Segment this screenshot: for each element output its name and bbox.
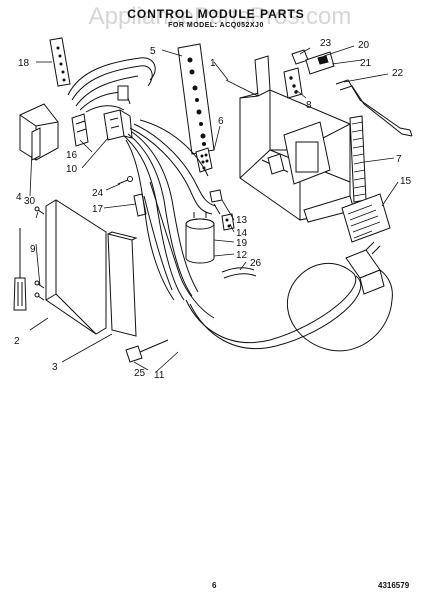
part-23-clip <box>291 49 309 65</box>
power-cord <box>185 262 393 352</box>
callout-13: 13 <box>236 215 248 226</box>
callout-24: 24 <box>92 188 104 199</box>
callout-23: 23 <box>320 38 332 49</box>
callout-11: 11 <box>154 370 165 381</box>
callout-labels: 1 2 3 4 5 6 7 8 9 10 11 12 13 14 15 16 1… <box>14 38 412 381</box>
callout-25: 25 <box>134 368 146 379</box>
part-30-screw <box>34 206 45 215</box>
callout-2: 2 <box>14 336 20 347</box>
diagram-subtitle: FOR MODEL: ACQ052XJ0 <box>168 22 264 29</box>
part-2-panel <box>45 199 107 335</box>
part-13-connector <box>209 189 223 215</box>
callout-3: 3 <box>52 362 58 373</box>
part-3-panel <box>107 231 138 337</box>
part-4-bracket <box>19 103 59 161</box>
leader-lines <box>29 45 399 373</box>
part-26-tube <box>221 267 257 279</box>
callout-8: 8 <box>306 100 312 111</box>
part-22-long-bracket <box>335 79 413 137</box>
callout-17: 17 <box>92 204 104 215</box>
callout-5: 5 <box>150 46 156 57</box>
callout-6: 6 <box>218 116 224 127</box>
part-9-screw <box>34 280 45 301</box>
callout-21: 21 <box>360 58 372 69</box>
callout-10: 10 <box>66 164 78 175</box>
screwdriver <box>13 228 27 311</box>
part-7-heater-strip <box>349 115 367 203</box>
control-box-housing <box>239 55 355 223</box>
part-16-connector <box>71 113 89 147</box>
part-19-12-capacitor <box>185 212 215 264</box>
part-15-label-card <box>341 193 391 243</box>
callout-20: 20 <box>358 40 370 51</box>
part-6-chip <box>195 147 213 173</box>
callout-14: 14 <box>236 228 248 239</box>
callout-26: 26 <box>250 258 262 269</box>
callout-7: 7 <box>396 154 402 165</box>
diagram-title: CONTROL MODULE PARTS <box>127 7 305 21</box>
callout-18: 18 <box>18 58 30 69</box>
part-20-21-bracket <box>305 51 335 75</box>
part-8-small-board <box>283 67 303 99</box>
callout-4: 4 <box>16 192 22 203</box>
callout-12: 12 <box>236 250 248 261</box>
callout-9: 9 <box>30 244 36 255</box>
part-24-screw <box>117 176 133 185</box>
callout-1: 1 <box>210 58 216 69</box>
callout-30: 30 <box>24 196 36 207</box>
part-10-plug-block <box>103 109 133 141</box>
callout-15: 15 <box>400 176 412 187</box>
document-number: 4316579 <box>378 581 410 590</box>
wiring-harness-main <box>123 119 217 319</box>
part-25-tie <box>125 339 169 363</box>
part-5-control-board <box>177 43 215 155</box>
wiring-harness-upper <box>67 57 156 113</box>
page-number: 6 <box>212 581 217 590</box>
power-plug <box>345 241 385 295</box>
callout-22: 22 <box>392 68 404 79</box>
part-18-terminal-strip <box>49 37 71 87</box>
watermark: AppliancePartsPros.com <box>88 3 352 30</box>
callout-16: 16 <box>66 150 78 161</box>
callout-19: 19 <box>236 238 248 249</box>
